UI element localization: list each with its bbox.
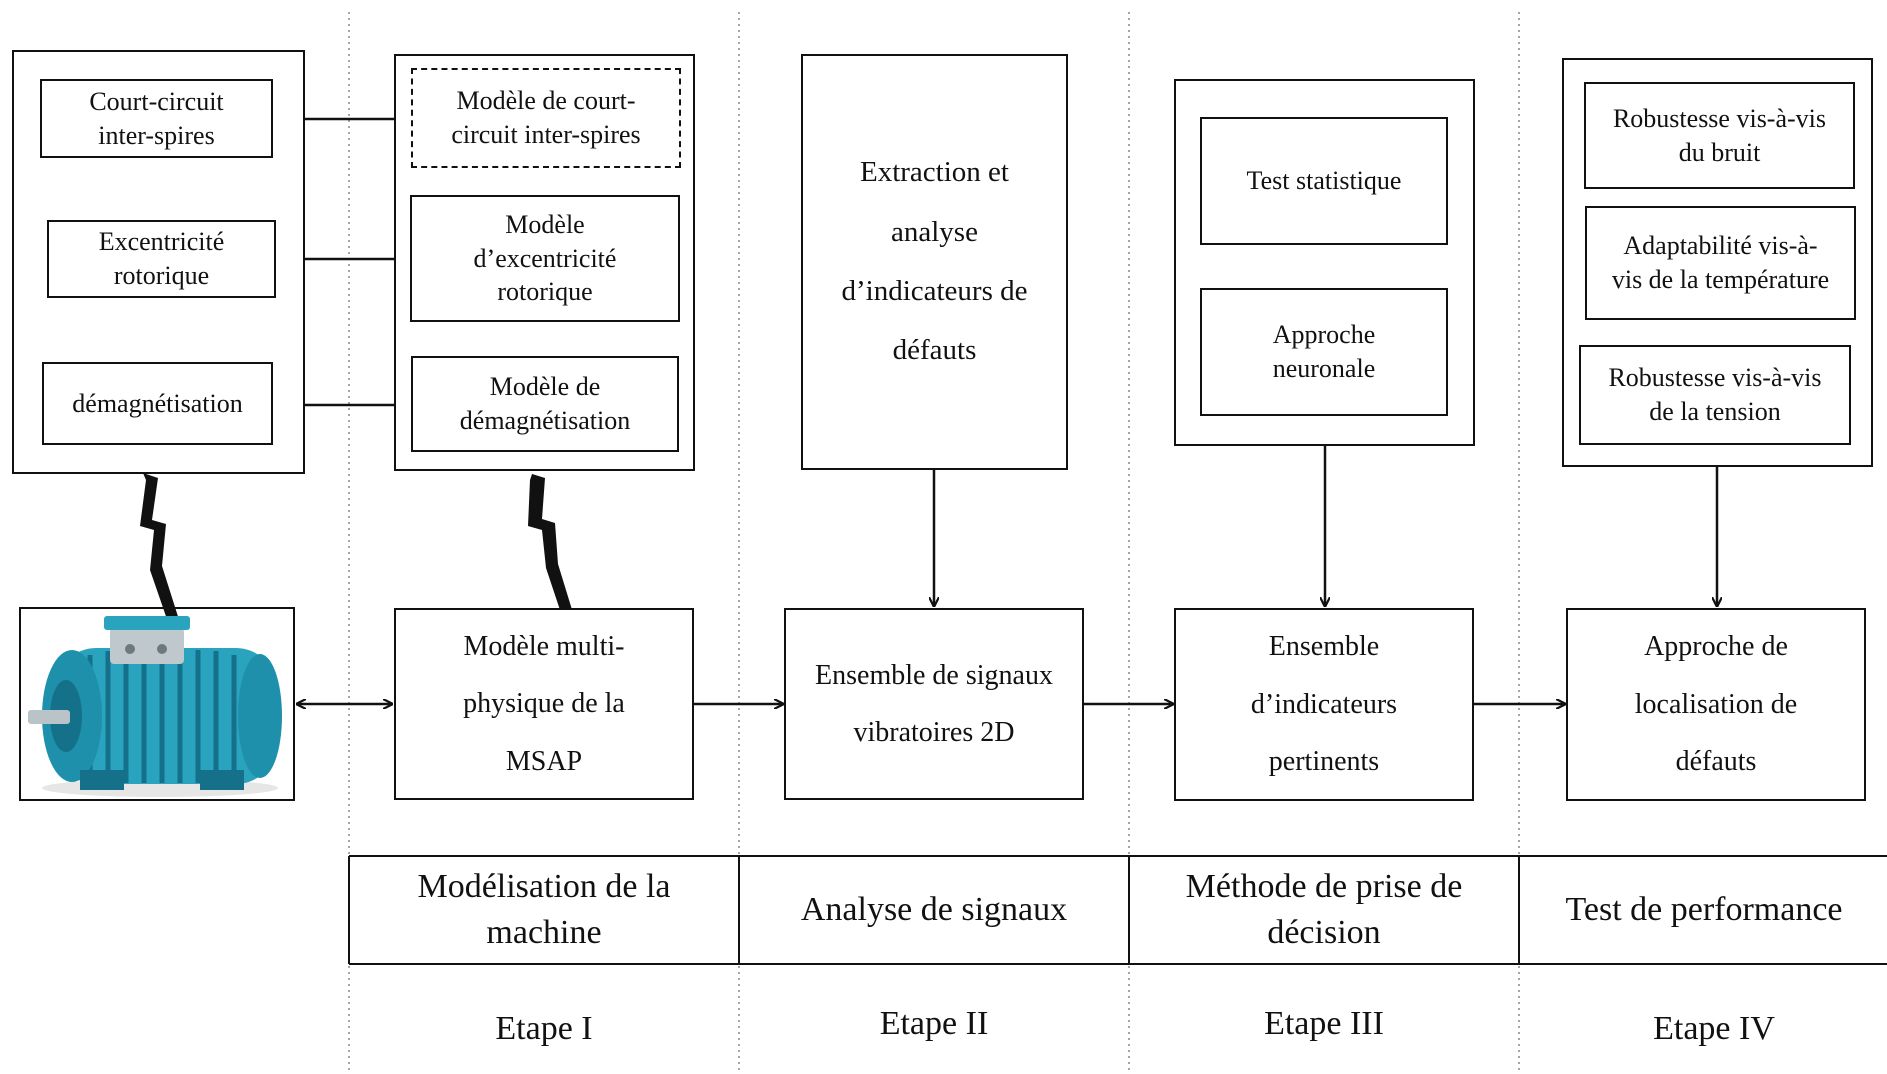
defect-court-circuit-label: Court-circuit inter-spires <box>89 86 224 150</box>
model-court-circuit: Modèle de court- circuit inter-spires <box>411 68 681 168</box>
extraction-box: Extraction et analyse d’indicateurs de d… <box>801 54 1068 470</box>
defect-excentricite-label: Excentricité rotorique <box>98 227 225 290</box>
defect-demagnetisation: démagnétisation <box>42 362 273 445</box>
stage-band <box>348 855 1887 965</box>
robustesse-tension-label: Robustesse vis-à-vis de la tension <box>1608 363 1822 426</box>
indicateurs-box: Ensemble d’indicateurs pertinents <box>1174 608 1474 801</box>
lightning-bolt-icon <box>528 474 577 628</box>
stage-title-3: Méthode de prise de décision <box>1185 868 1463 951</box>
stage-title-4: Test de performance <box>1565 891 1843 929</box>
model-demagnetisation-label: Modèle de démagnétisation <box>459 372 631 435</box>
lightning-bolt-icon <box>140 473 181 628</box>
model-excentricite-label: Modèle d’excentricité rotorique <box>473 209 617 307</box>
approche-neuronale-label: Approche neuronale <box>1272 320 1376 383</box>
localisation-label: Approche de localisation de défauts <box>1634 631 1798 778</box>
model-demagnetisation: Modèle de démagnétisation <box>411 356 679 452</box>
adaptabilite-temperature-box: Adaptabilité vis-à- vis de la températur… <box>1585 206 1856 320</box>
defect-excentricite: Excentricité rotorique <box>47 220 276 298</box>
defect-court-circuit: Court-circuit inter-spires <box>40 79 273 158</box>
extraction-label: Extraction et analyse d’indicateurs de d… <box>841 156 1028 367</box>
signaux-label: Ensemble de signaux vibratoires 2D <box>815 659 1053 748</box>
motor-frame <box>19 607 295 801</box>
defect-demagnetisation-label: démagnétisation <box>72 388 243 418</box>
stage-title-2: Analyse de signaux <box>800 891 1068 929</box>
signaux-box: Ensemble de signaux vibratoires 2D <box>784 608 1084 800</box>
modele-multiphysique-label: Modèle multi- physique de la MSAP <box>463 630 625 777</box>
stage-label-4: Etape IV <box>1653 1010 1775 1047</box>
test-statistique-label: Test statistique <box>1246 166 1402 196</box>
test-statistique-box: Test statistique <box>1200 117 1448 245</box>
indicateurs-label: Ensemble d’indicateurs pertinents <box>1250 631 1398 778</box>
electric-motor-icon <box>28 616 282 797</box>
modele-multiphysique-box: Modèle multi- physique de la MSAP <box>394 608 694 800</box>
model-court-circuit-label: Modèle de court- circuit inter-spires <box>451 86 641 149</box>
stage-label-3: Etape III <box>1264 1005 1384 1042</box>
adaptabilite-temperature-label: Adaptabilité vis-à- vis de la températur… <box>1611 231 1830 294</box>
stage-label-2: Etape II <box>879 1005 989 1042</box>
stage-label-1: Etape I <box>495 1010 593 1047</box>
robustesse-tension-box: Robustesse vis-à-vis de la tension <box>1579 345 1851 445</box>
robustesse-bruit-label: Robustesse vis-à-vis du bruit <box>1612 103 1827 167</box>
localisation-box: Approche de localisation de défauts <box>1566 608 1866 801</box>
approche-neuronale-box: Approche neuronale <box>1200 288 1448 416</box>
robustesse-bruit-box: Robustesse vis-à-vis du bruit <box>1584 82 1855 189</box>
stage-title-1: Modélisation de la machine <box>417 868 671 951</box>
model-excentricite: Modèle d’excentricité rotorique <box>410 195 680 322</box>
